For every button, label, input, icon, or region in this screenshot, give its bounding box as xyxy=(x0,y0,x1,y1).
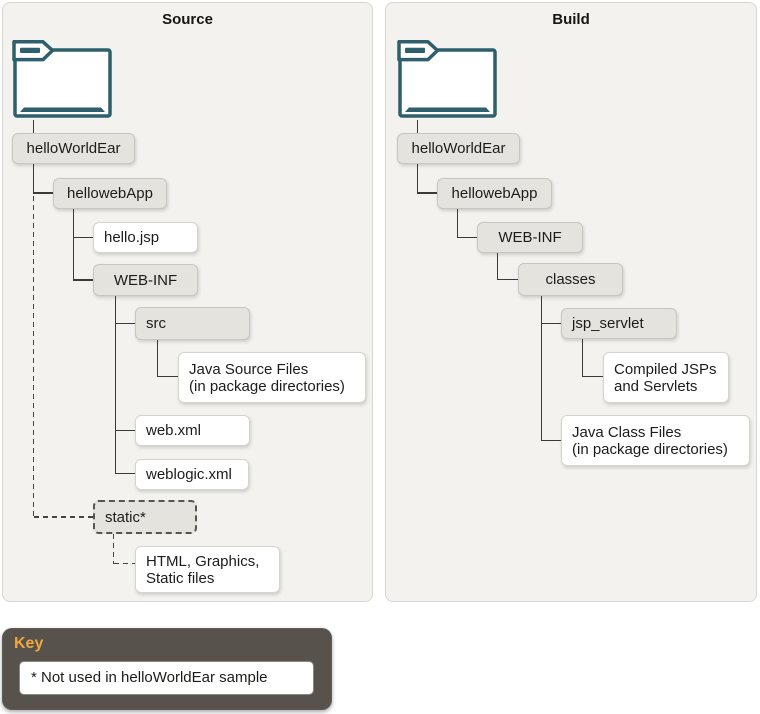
node-source-src: src xyxy=(135,307,250,340)
node-build-java-class-files: Java Class Files (in package directories… xyxy=(561,415,750,466)
node-build-jsp-servlet: jsp_servlet xyxy=(561,308,677,339)
panel-title-build: Build xyxy=(552,11,590,28)
node-source-html-static-files: HTML, Graphics, Static files xyxy=(135,546,280,593)
tree-connector-line xyxy=(114,322,136,325)
node-source-static: static* xyxy=(93,500,197,534)
key-legend: Key * Not used in helloWorldEar sample xyxy=(2,628,332,710)
node-build-hellowebApp: hellowebApp xyxy=(437,178,552,209)
tree-connector-line xyxy=(540,322,562,325)
node-build-classes: classes xyxy=(518,263,623,296)
tree-connector-line xyxy=(32,120,35,133)
tree-connector-line xyxy=(456,236,478,239)
tree-connector-line xyxy=(32,164,35,194)
tree-connector-dashed-line xyxy=(112,534,115,564)
node-source-weblogic-xml: weblogic.xml xyxy=(135,459,249,490)
panel-title-source: Source xyxy=(162,11,213,28)
node-source-web-inf: WEB-INF xyxy=(93,264,198,296)
tree-connector-line xyxy=(72,279,94,281)
tree-connector-line xyxy=(416,120,419,133)
tree-connector-line xyxy=(114,296,117,474)
tree-connector-line xyxy=(540,439,562,442)
tree-connector-line xyxy=(72,209,75,280)
tree-connector-line xyxy=(496,253,499,280)
tree-connector-line xyxy=(32,192,54,194)
node-source-hello-jsp: hello.jsp xyxy=(93,222,198,253)
tree-connector-line xyxy=(581,339,584,377)
tree-connector-line xyxy=(72,236,94,239)
tree-connector-line xyxy=(156,375,179,378)
tree-connector-line xyxy=(114,429,136,432)
tree-connector-dashed-line xyxy=(32,196,35,518)
node-source-hellowebApp: hellowebApp xyxy=(53,178,167,209)
node-build-web-inf: WEB-INF xyxy=(477,222,583,253)
tree-connector-line xyxy=(114,472,136,475)
key-title: Key xyxy=(14,635,44,652)
folder-icon xyxy=(397,40,497,118)
node-source-web-xml: web.xml xyxy=(135,415,250,446)
tree-connector-line xyxy=(456,209,459,238)
folder-icon xyxy=(12,40,112,118)
node-source-helloWorldEar: helloWorldEar xyxy=(12,133,135,164)
tree-connector-dashed-line xyxy=(34,516,93,518)
tree-connector-dashed-line xyxy=(114,562,135,565)
key-note: * Not used in helloWorldEar sample xyxy=(19,661,314,695)
tree-connector-line xyxy=(156,340,159,377)
tree-connector-line xyxy=(496,278,519,281)
tree-connector-line xyxy=(416,192,438,194)
tree-connector-line xyxy=(540,296,543,441)
tree-connector-line xyxy=(581,375,604,378)
node-build-compiled-jsps: Compiled JSPs and Servlets xyxy=(603,352,729,403)
node-build-helloWorldEar: helloWorldEar xyxy=(397,133,520,164)
node-source-java-source-files: Java Source Files (in package directorie… xyxy=(178,352,366,403)
tree-connector-line xyxy=(416,164,419,193)
